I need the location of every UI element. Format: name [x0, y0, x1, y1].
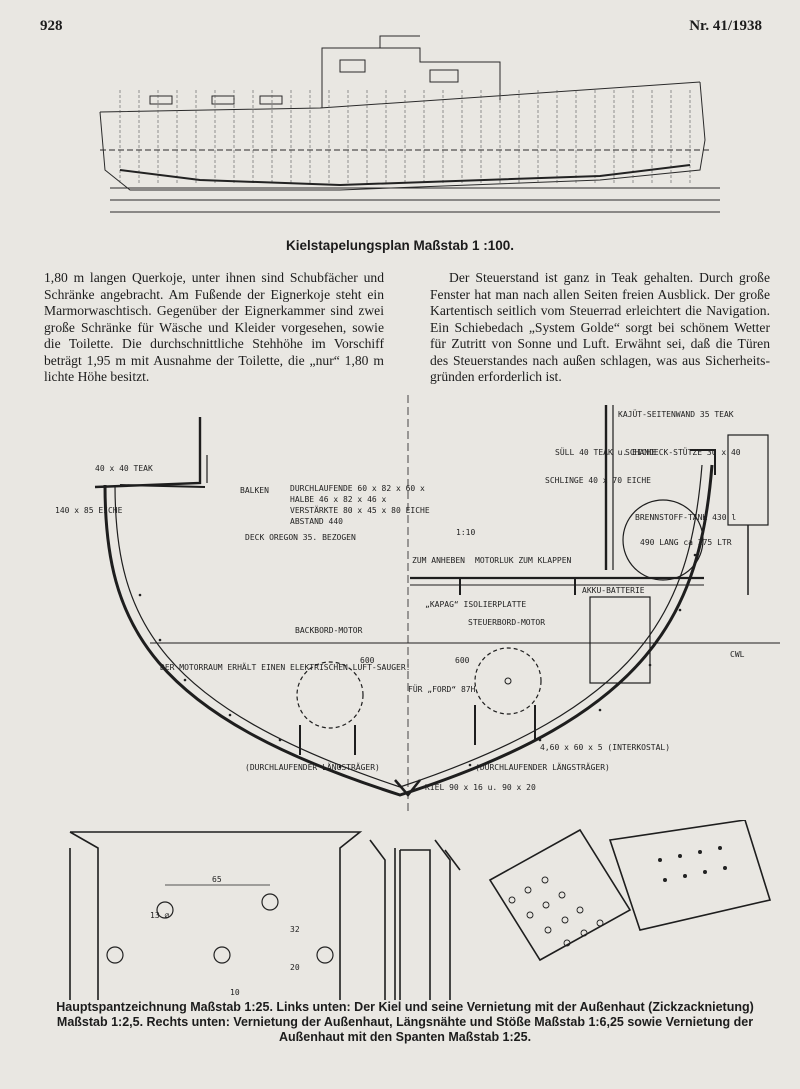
- dim-600-right: 600: [455, 656, 470, 665]
- durchlauf-right-label: (DURCHLAUFENDER LÄNGSTRÄGER): [475, 762, 610, 772]
- suell-label: SÜLL 40 TEAK u. EICHE: [555, 447, 656, 457]
- schandeck-label: SCHANDECK-STÜTZE 30 x 40: [625, 447, 741, 457]
- article-left-column: 1,80 m langen Querkoje, unter ihnen sind…: [44, 270, 384, 386]
- cwl-label: CWL: [730, 650, 745, 659]
- halbe-label: HALBE 46 x 82 x 46 x: [290, 495, 387, 504]
- left-column-text: 1,80 m langen Querkoje, unter ihnen sind…: [44, 270, 384, 384]
- kiel-label: KIEL 90 x 16 u. 90 x 20: [425, 783, 536, 792]
- balken-label: BALKEN: [240, 486, 269, 495]
- issue-number: Nr. 41/1938: [689, 18, 762, 34]
- akku-label: AKKU-BATTERIE: [582, 586, 645, 595]
- deck-label: DECK OREGON 35. BEZOGEN: [245, 533, 356, 542]
- dim-20-label: 20: [290, 963, 300, 972]
- bottom-figure-caption: Hauptspantzeichnung Maßstab 1:25. Links …: [56, 1000, 754, 1044]
- durchlauf-left-label: (DURCHLAUFENDER LÄNGSTRÄGER): [245, 762, 380, 772]
- tank-size-label: 490 LANG ca 275 LTR: [640, 538, 732, 547]
- keel-riveting-detail: 65 13 ⌀ 32 20 10: [69, 820, 772, 1000]
- dim-10-label: 10: [230, 988, 240, 997]
- keel-stacking-plan-drawing: /* placeholder - frames drawn by script …: [99, 35, 720, 213]
- backbord-motor-label: BACKBORD-MOTOR: [295, 626, 363, 635]
- durchlaufende-label: DURCHLAUFENDE 60 x 82 x 60 x: [290, 484, 425, 493]
- zum-anheben-label: ZUM ANHEBEN: [412, 556, 465, 565]
- teak-top-label: 40 x 40 TEAK: [95, 464, 153, 473]
- schlinge-label: SCHLINGE 40 x 70 EICHE: [545, 476, 651, 485]
- midship-section-drawing: 40 x 40 TEAK 140 x 85 EICHE BALKEN DURCH…: [55, 395, 780, 815]
- eiche-left-label: 140 x 85 EICHE: [55, 506, 123, 515]
- brennstoff-label: BRENNSTOFF-TANK 430 l: [635, 513, 736, 522]
- motorluk-label: MOTORLUK ZUM KLAPPEN: [475, 556, 572, 565]
- steuerbord-motor-label: STEUERBORD-MOTOR: [468, 618, 545, 627]
- keel-plan-caption: Kielstapelungsplan Maßstab 1 :100.: [285, 238, 515, 253]
- dim-65-label: 65: [212, 875, 222, 884]
- ratio-label: 1:10: [456, 528, 475, 537]
- verstaerkte-label: VERSTÄRKTE 80 x 45 x 80 EICHE: [290, 505, 430, 515]
- right-column-text: Der Steuerstand ist ganz in Teak gehalte…: [430, 270, 770, 384]
- dim-600-left: 600: [360, 656, 375, 665]
- kapag-label: „KAPAG“ ISOLIERPLATTE: [425, 600, 526, 609]
- abstand-label: ABSTAND 440: [290, 517, 343, 526]
- motorraum-label: DER MOTORRAUM ERHÄLT EINEN ELEKTRISCHEN …: [160, 662, 410, 672]
- page-number: 928: [40, 18, 63, 34]
- article-right-column: Der Steuerstand ist ganz in Teak gehalte…: [430, 270, 770, 386]
- dim-ford-label: FÜR „FORD“ 87H: [408, 684, 476, 694]
- interkostal-label: 4,60 x 60 x 5 (INTERKOSTAL): [540, 743, 670, 752]
- kajuet-label: KAJÜT-SEITENWAND 35 TEAK: [618, 409, 734, 419]
- dim-32-label: 32: [290, 925, 300, 934]
- dim-13-label: 13 ⌀: [150, 911, 169, 920]
